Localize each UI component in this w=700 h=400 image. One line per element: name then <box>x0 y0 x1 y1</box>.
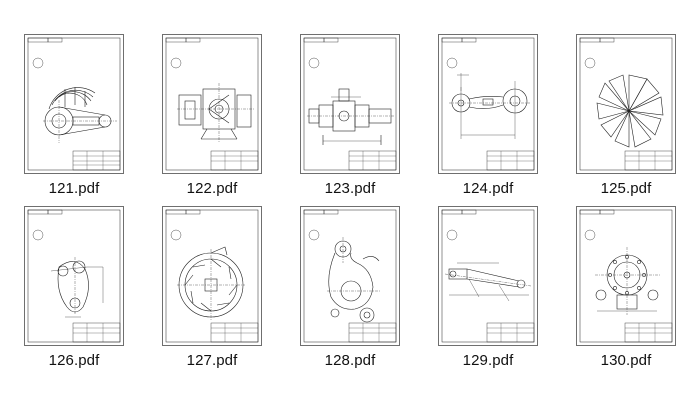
pdf-thumbnail[interactable] <box>162 34 262 174</box>
pdf-thumbnail[interactable] <box>300 206 400 346</box>
technical-drawing-icon <box>579 37 673 171</box>
pdf-thumbnail[interactable] <box>576 34 676 174</box>
technical-drawing-icon <box>165 37 259 171</box>
file-name-label: 126.pdf <box>48 352 100 369</box>
file-name-label: 127.pdf <box>186 352 238 369</box>
file-name-label: 124.pdf <box>462 180 514 197</box>
technical-drawing-icon <box>579 209 673 343</box>
pdf-thumbnail[interactable] <box>162 206 262 346</box>
technical-drawing-icon <box>303 209 397 343</box>
file-name-label: 128.pdf <box>324 352 376 369</box>
technical-drawing-icon <box>303 37 397 171</box>
technical-drawing-icon <box>165 209 259 343</box>
file-name-label: 123.pdf <box>324 180 376 197</box>
pdf-thumbnail[interactable] <box>438 206 538 346</box>
file-name-label: 121.pdf <box>48 180 100 197</box>
file-name-label: 122.pdf <box>186 180 238 197</box>
pdf-thumbnail[interactable] <box>24 34 124 174</box>
pdf-thumbnail[interactable] <box>438 34 538 174</box>
technical-drawing-icon <box>27 37 121 171</box>
technical-drawing-icon <box>441 209 535 343</box>
pdf-thumbnail[interactable] <box>24 206 124 346</box>
file-name-label: 130.pdf <box>600 352 652 369</box>
pdf-thumbnail[interactable] <box>576 206 676 346</box>
technical-drawing-icon <box>441 37 535 171</box>
technical-drawing-icon <box>27 209 121 343</box>
file-name-label: 129.pdf <box>462 352 514 369</box>
pdf-thumbnail[interactable] <box>300 34 400 174</box>
file-name-label: 125.pdf <box>600 180 652 197</box>
